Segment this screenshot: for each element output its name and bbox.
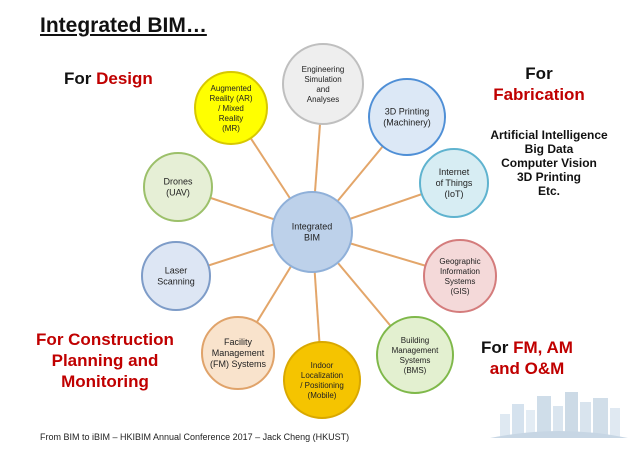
footer-credit: From BIM to iBIM – HKIBIM Annual Confere… <box>40 432 350 442</box>
node-bms <box>376 316 454 394</box>
node-indoor-localization <box>283 341 361 419</box>
label-for-design: For Design <box>64 69 153 88</box>
label-for-construction: For Construction Planning and Monitoring <box>36 330 174 391</box>
building-silhouette-decoration <box>490 392 628 438</box>
node-gis <box>423 239 497 313</box>
slide-title: Integrated BIM… <box>40 14 207 37</box>
ai-list-item: Etc. <box>537 184 560 198</box>
node-iot <box>419 148 489 218</box>
ai-list-item: Computer Vision <box>501 156 597 170</box>
node-fm-systems <box>201 316 275 390</box>
node-label-3d-printing: 3D Printing(Machinery) <box>383 107 431 128</box>
center-node-integrated-bim <box>271 191 353 273</box>
ai-list-item: Artificial Intelligence <box>490 128 608 142</box>
label-for-fm: For FM, AM and O&M <box>481 338 573 378</box>
node-label-drones: Drones(UAV) <box>163 177 193 198</box>
node-ar-mr <box>194 71 268 145</box>
label-for-fabrication: For Fabrication <box>493 64 585 104</box>
node-engineering-simulation <box>282 43 364 125</box>
ai-list-item: 3D Printing <box>516 170 581 184</box>
node-drones <box>143 152 213 222</box>
ai-list-item: Big Data <box>524 142 574 156</box>
node-laser-scanning <box>141 241 211 311</box>
ai-technology-list: Artificial Intelligence Big Data Compute… <box>474 128 624 198</box>
node-3d-printing <box>368 78 446 156</box>
